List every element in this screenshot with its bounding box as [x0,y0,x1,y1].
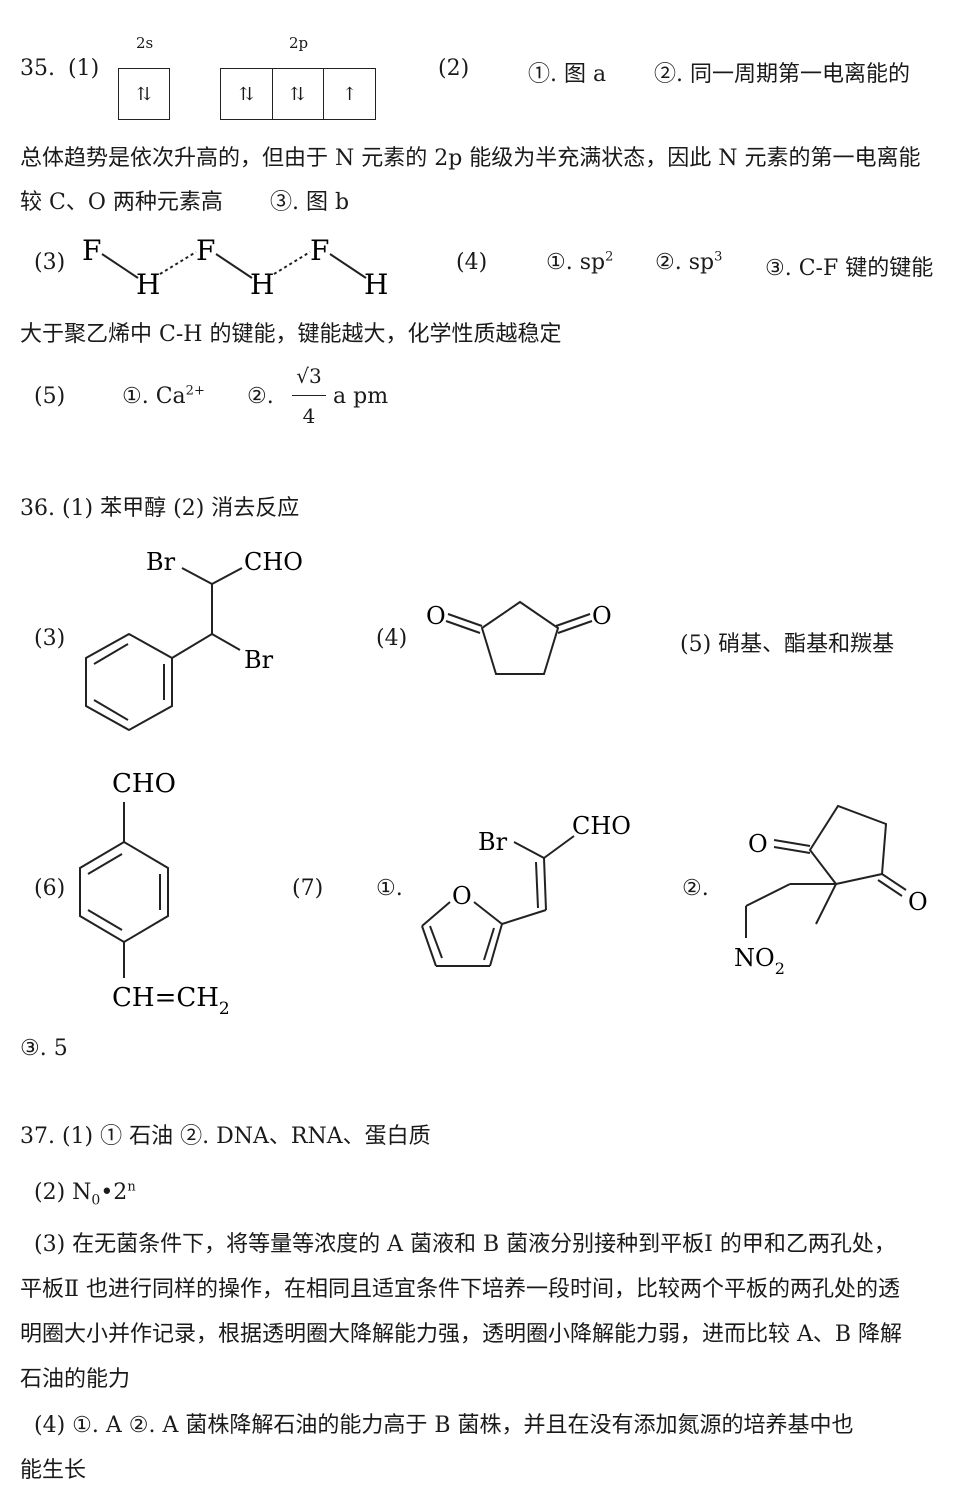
q36-part6-label: (6) [34,876,66,901]
fraction-numerator: √3 [296,364,322,388]
q35-part4-label: (4) [456,250,488,275]
fraction-bar [292,395,326,396]
q36-part4-label: (4) [376,626,408,651]
svg-text:Br: Br [244,646,274,674]
svg-text:O: O [748,830,768,858]
q35-part2-answer1: ①. 图 a [528,62,607,87]
orbital-box-2s: ⇅ [118,68,170,120]
structure-nitroethyl-methylcyclopentanedione: O O NO2 [734,804,928,978]
structure-furyl-bromoacrolein: Br CHO O [421,812,631,967]
q37-part3-line3: 明圈大小并作记录，根据透明圈大降解能力强，透明圈小降解能力弱，进而比较 A、B … [20,1322,903,1347]
q35-part3-label: (3) [34,250,66,275]
svg-text:CHO: CHO [572,812,631,840]
q36-part7-label: (7) [292,876,324,901]
svg-text:O: O [452,882,472,910]
hf-atom: F [82,234,101,267]
orbital-box-2p-3: ↑ [324,68,376,120]
svg-text:CH=CH2: CH=CH2 [112,983,230,1019]
structure-vinylbenzaldehyde: CHO CH=CH2 [79,769,230,1019]
svg-text:Br: Br [478,828,508,856]
hf-atom: H [364,268,388,300]
q35-part4-answer3: ③. C-F 键的键能 [765,256,934,281]
svg-text:O: O [426,602,446,630]
svg-text:O: O [908,888,928,916]
svg-text:CHO: CHO [244,548,303,576]
hf-atom: H [136,268,160,300]
orbital-2s-label: 2s [136,34,154,52]
q36-text-line1: 36. (1) 苯甲醇 (2) 消去反应 [20,496,300,521]
hf-hydrogen-bond-diagram: F H F H F H [82,234,388,300]
q36-part7-answer1-label: ①. [376,876,403,901]
hf-atom: H [250,268,274,300]
q37-part3-line1: (3) 在无菌条件下，将等量等浓度的 A 菌液和 B 菌液分别接种到平板Ⅰ 的甲… [34,1232,896,1257]
q37-part4-line2: 能生长 [20,1458,87,1483]
q36-part7-answer2-label: ②. [682,876,709,901]
orbital-box-2p-1: ⇅ [220,68,273,120]
q37-part3-line4: 石油的能力 [20,1367,131,1392]
q35-part2-label: (2) [438,56,470,81]
q35-part5-label: (5) [34,384,66,409]
q35-part5-answer2-label: ②. [247,384,274,409]
q35-number: 35. [20,56,55,81]
q35-part2-answer2: ②. 同一周期第一电离能的 [654,62,910,87]
hf-atom: F [310,234,329,267]
q35-part4-answer2: ②. sp3 [655,249,723,275]
q35-text-line5: 大于聚乙烯中 C-H 的键能，键能越大，化学性质越稳定 [20,322,562,347]
q35-text-line2: 总体趋势是依次升高的，但由于 N 元素的 2p 能级为半充满状态，因此 N 元素… [20,146,921,171]
svg-text:O: O [592,602,612,630]
svg-text:Br: Br [146,548,176,576]
q36-part3-label: (3) [34,626,66,651]
q37-part4-line1: (4) ①. A ②. A 菌株降解石油的能力高于 B 菌株，并且在没有添加氮源… [34,1413,854,1438]
structure-dibromo-aldehyde: Br CHO Br [85,548,303,732]
svg-text:CHO: CHO [112,769,176,799]
q37-text-line1: 37. (1) ① 石油 ②. DNA、RNA、蛋白质 [20,1124,431,1149]
q35-part4-answer1: ①. sp2 [546,249,614,275]
q36-part7-answer3: ③. 5 [20,1036,68,1061]
q35-text-line3a: 较 C、O 两种元素高 [20,190,223,215]
q37-part2-answer: (2) N0•2n [34,1179,136,1209]
q36-part5-answer: (5) 硝基、酯基和羰基 [680,632,895,657]
q35-text-line3b: ③. 图 b [270,190,350,215]
fraction-denominator: 4 [302,404,316,428]
structure-cyclopentanedione: O O [426,600,612,675]
hf-atom: F [196,234,215,267]
fraction-unit: a pm [333,384,389,409]
orbital-2p-label: 2p [289,34,309,52]
q35-part1-label: (1) [68,56,100,81]
q37-part3-line2: 平板Ⅱ 也进行同样的操作，在相同且适宜条件下培养一段时间，比较两个平板的两孔处的… [20,1277,900,1302]
orbital-box-2p-2: ⇅ [272,68,324,120]
svg-text:NO2: NO2 [734,944,785,978]
q35-part5-answer1: ①. Ca2+ [122,383,205,409]
